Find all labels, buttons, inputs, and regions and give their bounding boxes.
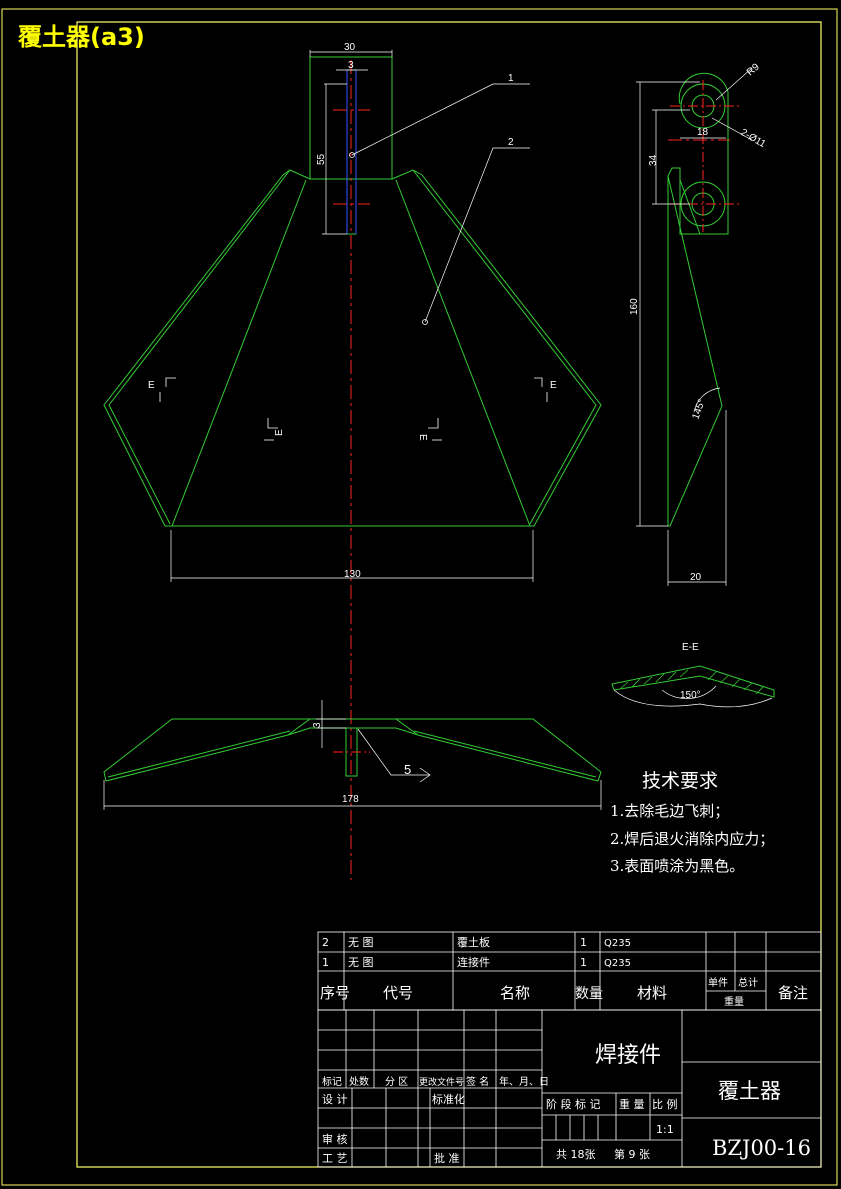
- tb-label-approve: 批 准: [434, 1151, 460, 1165]
- tb-drawing-no: BZJ00-16: [712, 1136, 811, 1160]
- section-ee-label: E-E: [682, 642, 699, 653]
- outer-border: [1, 8, 838, 1186]
- parts-header-unit: 单件: [708, 977, 728, 989]
- dim-base-width: 20: [690, 572, 702, 583]
- dim-thickness: 3: [312, 722, 323, 728]
- dim-length-178: 178: [342, 794, 359, 805]
- tb-label-stage: 阶 段 标 记: [546, 1097, 601, 1111]
- tb-sheet-no: 第 9 张: [614, 1147, 650, 1161]
- tb-label-date: 年、月、日: [499, 1075, 549, 1088]
- tb-label-scale: 比 例: [652, 1097, 678, 1111]
- parts-row-code: 无 图: [348, 956, 374, 969]
- front-view: [103, 56, 602, 527]
- side-centerlines: [670, 80, 740, 232]
- tb-label-design: 设 计: [322, 1093, 348, 1106]
- balloon-5: 5: [404, 762, 411, 777]
- balloon-2: 2: [508, 137, 514, 148]
- tb-label-process: 工 艺: [322, 1152, 348, 1165]
- dim-holes: 2-Ø11: [739, 127, 768, 150]
- side-view: [667, 72, 729, 527]
- tb-label-weight: 重 量: [619, 1097, 645, 1111]
- section-marks: [159, 377, 548, 441]
- tb-label-doc: 更改文件号: [419, 1076, 464, 1088]
- title-block: [317, 1009, 822, 1168]
- tb-label-mark: 标记: [322, 1076, 342, 1088]
- parts-row-qty: 1: [580, 936, 587, 949]
- sheet-title: 覆土器(a3): [18, 23, 145, 51]
- tb-part-name: 焊接件: [595, 1043, 661, 1068]
- parts-list: [317, 931, 822, 1011]
- parts-row-code: 无 图: [348, 936, 374, 949]
- parts-header-name: 名称: [500, 984, 530, 1002]
- tb-label-review: 审 核: [322, 1132, 348, 1146]
- tb-label-zone: 分 区: [385, 1076, 408, 1088]
- front-dimensions: [170, 50, 534, 582]
- side-dimensions: [636, 67, 753, 586]
- parts-row-material: Q235: [604, 958, 631, 969]
- parts-row-qty: 1: [580, 956, 587, 969]
- dim-hole-pitch: 34: [648, 154, 659, 166]
- dim-top-width: 30: [344, 42, 356, 53]
- section-mark-e: E: [550, 380, 557, 391]
- parts-header-material: 材料: [637, 984, 667, 1002]
- dim-bottom-width: 130: [344, 569, 361, 580]
- parts-header-remark: 备注: [778, 984, 808, 1002]
- section-ee: E-E 150°: [611, 642, 775, 708]
- tb-product-name: 覆土器: [718, 1079, 781, 1103]
- hidden-lines: [346, 70, 357, 234]
- tech-req-item: 1.去除毛边飞刺；: [610, 802, 729, 820]
- top-dimensions: [103, 700, 602, 810]
- dim-angle-145: 145°: [690, 398, 707, 421]
- section-mark-e: E: [148, 380, 155, 391]
- dim-height-160: 160: [629, 298, 640, 315]
- balloon-1: 1: [508, 73, 514, 84]
- dim-radius: R9: [745, 61, 762, 78]
- parts-header-code: 代号: [383, 984, 413, 1002]
- parts-header-total: 总计: [738, 976, 758, 989]
- tech-req-item: 3.表面喷涂为黑色。: [610, 857, 744, 875]
- inner-border: [76, 21, 822, 1168]
- tb-scale-value: 1:1: [656, 1123, 674, 1136]
- parts-row-name: 连接件: [457, 956, 490, 969]
- parts-header-qty: 数量: [575, 986, 603, 1002]
- tb-label-sign: 签 名: [466, 1075, 489, 1088]
- parts-header-no: 序号: [320, 984, 350, 1002]
- dim-slot: 3: [348, 60, 354, 71]
- top-view: [103, 718, 602, 782]
- section-mark-e: E: [274, 429, 285, 436]
- tech-req-item: 2.焊后退火消除内应力；: [610, 830, 774, 848]
- dim-height-55: 55: [316, 153, 327, 165]
- parts-header-weight: 重量: [724, 995, 744, 1008]
- dim-hole-gap: 18: [697, 127, 709, 138]
- section-ee-angle: 150°: [680, 690, 701, 701]
- parts-row-material: Q235: [604, 938, 631, 949]
- parts-row-name: 覆土板: [457, 935, 490, 949]
- section-mark-e: E: [417, 434, 428, 441]
- parts-row-no: 2: [322, 936, 329, 949]
- tech-requirements: 技术要求 1.去除毛边飞刺； 2.焊后退火消除内应力； 3.表面喷涂为黑色。: [610, 770, 774, 875]
- parts-row-no: 1: [322, 956, 329, 969]
- tb-label-count: 处数: [349, 1075, 369, 1088]
- tb-label-standard: 标准化: [432, 1092, 465, 1106]
- centerlines: [333, 60, 730, 880]
- tb-sheets-total: 共 18张: [556, 1148, 596, 1161]
- tech-req-heading: 技术要求: [642, 770, 718, 792]
